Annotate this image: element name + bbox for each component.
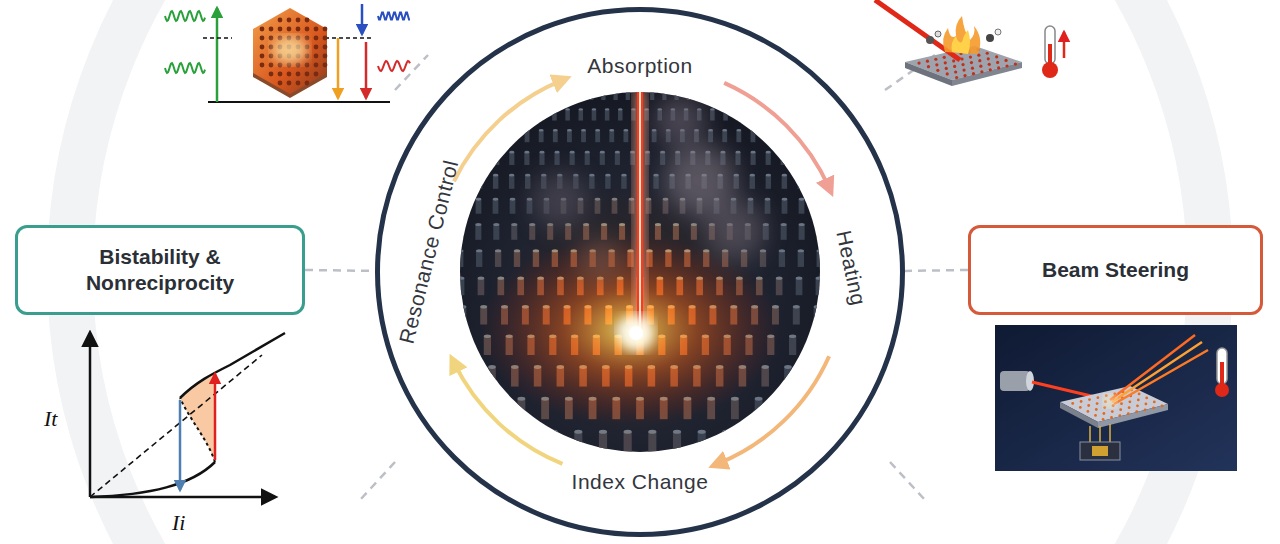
photon-wave — [378, 13, 410, 20]
dashed-spoke — [360, 55, 935, 500]
cycle-step: Absorption — [587, 54, 692, 78]
box-title: Beam Steering — [1042, 257, 1189, 283]
cycle-arrows — [454, 80, 829, 464]
heating-illustration — [875, 0, 1064, 86]
cycle-arrow — [724, 83, 829, 188]
dashed-connector — [305, 269, 375, 272]
application-box: Bistability & Nonreciprocity — [15, 225, 305, 315]
axis-label: Ii — [172, 510, 185, 536]
axis-label: It — [44, 406, 57, 432]
cycle-ring: AbsorptionHeatingIndex Change Resonance C… — [375, 7, 905, 537]
energy-level-diagram — [165, 4, 410, 102]
cycle-arrow — [454, 80, 563, 181]
application-box: Beam Steering — [968, 225, 1263, 315]
cycle-arrow — [718, 356, 830, 464]
cycle-arrow — [454, 363, 563, 464]
hysteresis-plot — [90, 333, 285, 497]
photon-wave — [378, 61, 410, 71]
metasurface-illustration — [277, 88, 1031, 524]
cycle-step: Heating — [831, 228, 870, 307]
box-title: Bistability & Nonreciprocity — [32, 244, 288, 297]
cycle-step: Resonance Control — [395, 158, 464, 346]
beam-steering-illustration — [995, 325, 1237, 471]
photon-wave — [165, 11, 205, 21]
cycle-step: Index Change — [572, 470, 709, 494]
dashed-connector — [905, 269, 968, 272]
photon-wave — [165, 63, 205, 73]
